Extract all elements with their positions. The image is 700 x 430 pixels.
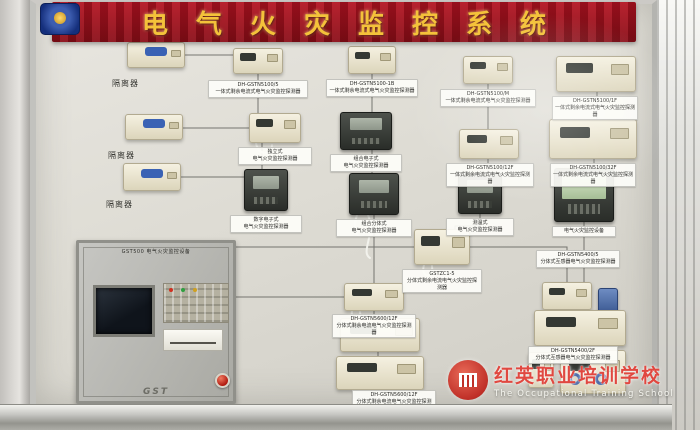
device-label: 测温式 电气火灾监控探测器 xyxy=(446,218,514,236)
device-label: DH-GSTN5100/M 一体式剩余电流式电气火灾监控探测器 xyxy=(440,89,536,107)
cabinet-printer-slot xyxy=(163,329,223,351)
watermark-en: The Occupational Training School xyxy=(494,389,674,399)
detector-device xyxy=(549,119,637,159)
cabinet-lcd-screen xyxy=(93,285,155,337)
detector-device xyxy=(534,310,626,346)
detector-device xyxy=(348,46,396,74)
title-banner: 电气火灾监控系统 xyxy=(52,2,636,42)
page-title: 电气火灾监控系统 xyxy=(141,9,574,40)
emergency-button xyxy=(215,373,230,388)
monitor-device xyxy=(340,112,392,150)
watermark-logo xyxy=(448,360,488,400)
device-label: DH-GSTN5100-1B 一体式剩余电流式电气火灾监控探测器 xyxy=(326,79,418,97)
control-cabinet: GST500 电气火灾监控设备 GST xyxy=(76,240,236,404)
left-wall xyxy=(0,0,30,430)
power-led xyxy=(181,288,185,292)
current-transformer-ring xyxy=(569,373,581,385)
device-label: 组合电子式 电气火灾监控探测器 xyxy=(330,154,402,172)
device-label: DH-GSTN5400/2F 分体式互感器电气火灾监控探测器 xyxy=(528,346,618,364)
monitor-device xyxy=(244,169,288,211)
watermark-cn: 红英职业培训学校 xyxy=(494,365,663,387)
monitor-device xyxy=(349,173,399,215)
detector-device xyxy=(249,113,301,143)
device-label: DH-GSTN5100/5 一体式剩余电流式电气火灾监控探测器 xyxy=(208,80,308,98)
device-label: 数字电子式 电气火灾监控探测器 xyxy=(230,215,302,233)
device-label: DH-GSTN5600/12F 分体式剩余电流电气火灾监控探测器 xyxy=(332,314,416,339)
detector-device xyxy=(459,129,519,159)
device-label: DH-GSTN5100/32F 一体式剩余电流式电气火灾监控探测器 xyxy=(550,163,636,188)
detector-device xyxy=(233,48,283,74)
detector-device xyxy=(463,56,513,84)
device-label: DH-GSTN5100/1F 一体式剩余电流式电气火灾监控探测器 xyxy=(552,96,638,121)
device-label: GSTZC1-5 分体式剩余电流电气火灾监控探测器 xyxy=(402,269,482,294)
detector-device xyxy=(556,56,636,92)
detector-device xyxy=(542,282,592,310)
current-transformer-ring xyxy=(595,373,607,385)
watermark: 红英职业培训学校 The Occupational Training Schoo… xyxy=(448,360,674,400)
building-icon xyxy=(459,373,477,387)
isolator-device xyxy=(125,114,183,140)
cabinet-brand: GST xyxy=(142,387,169,397)
board-bottom-rail xyxy=(0,404,672,430)
device-label: DH-GSTN5400/5 分体式互感器电气火灾监控探测器 xyxy=(536,250,620,268)
cabinet-nameplate: GST500 电气火灾监控设备 xyxy=(121,249,191,255)
right-wall-radiator xyxy=(657,0,700,430)
school-emblem-logo xyxy=(40,3,80,35)
watermark-text: 红英职业培训学校 The Occupational Training Schoo… xyxy=(494,361,674,399)
isolator-device xyxy=(127,42,185,68)
isolator-label: 隔离器 xyxy=(106,200,133,209)
isolator-device xyxy=(123,163,181,191)
isolator-label: 隔离器 xyxy=(112,79,139,88)
device-label: 组合分体式 电气火灾监控探测器 xyxy=(336,219,412,237)
fault-led xyxy=(193,288,197,292)
device-label: 电气火灾监控设备 xyxy=(552,226,616,237)
device-label: DH-GSTN5100/12F 一体式剩余电流式电气火灾监控探测器 xyxy=(446,163,534,188)
alarm-led xyxy=(169,288,173,292)
device-label: 独立式 电气火灾监控探测器 xyxy=(238,147,312,165)
detector-device xyxy=(344,283,404,311)
cabinet-keypad xyxy=(163,283,229,323)
detector-device xyxy=(336,356,424,390)
isolator-label: 隔离器 xyxy=(108,151,135,160)
